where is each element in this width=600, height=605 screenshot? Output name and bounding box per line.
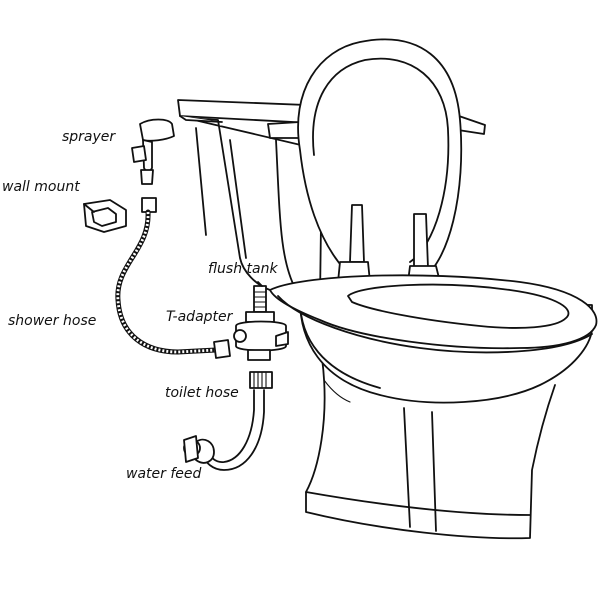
label-water-feed: water feed <box>126 466 202 482</box>
shower-hose <box>115 209 231 359</box>
label-toilet-hose: toilet hose <box>165 385 239 401</box>
seat-ring <box>269 274 598 354</box>
label-t-adapter: T-adapter <box>166 309 233 325</box>
water-feed-valve <box>183 435 215 464</box>
label-flush-tank: flush tank <box>208 261 278 277</box>
supply-stub <box>257 281 263 287</box>
label-wall-mount: wall mount <box>2 179 80 195</box>
label-sprayer: sprayer <box>62 129 116 145</box>
label-shower-hose: shower hose <box>8 313 97 329</box>
seat-lid <box>297 38 463 289</box>
wall-mount <box>83 199 127 233</box>
t-adapter <box>233 285 289 361</box>
flush-tank <box>177 99 486 299</box>
sprayer <box>131 118 175 213</box>
